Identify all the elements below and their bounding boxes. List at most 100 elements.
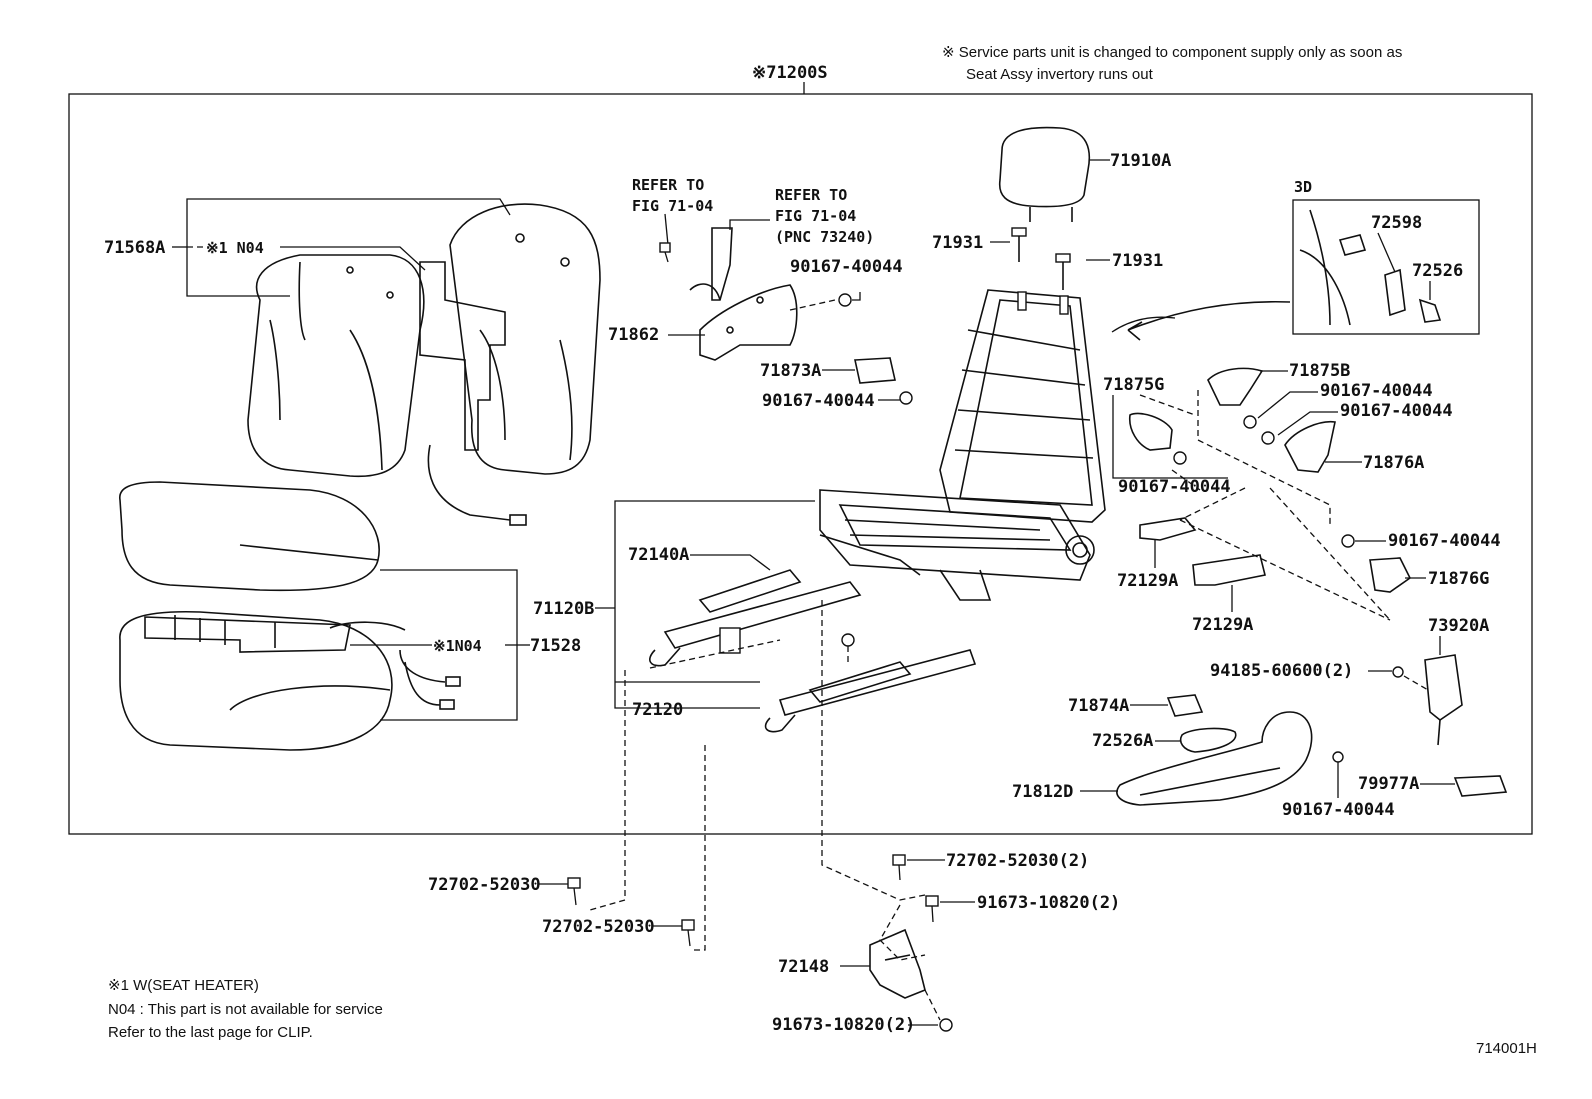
inset-3d-frame (1292, 199, 1480, 335)
label-90167-f: 90167-40044 (1388, 531, 1501, 551)
footer-note2: N04 : This part is not available for ser… (108, 1001, 383, 1018)
service-note-line2: Seat Assy invertory runs out (966, 66, 1154, 83)
label-94185: 94185-60600(2) (1210, 661, 1353, 681)
label-71931-a: 71931 (932, 233, 983, 253)
seat-track-upper (649, 569, 862, 667)
service-note-line1: ※ Service parts unit is changed to compo… (942, 44, 1402, 61)
label-72129A-a: 72129A (1117, 571, 1178, 591)
label-71120B: 71120B (533, 599, 594, 619)
part-71875G-cover (1128, 412, 1173, 451)
inset-arrow (1127, 300, 1291, 341)
leader-71568A-bottom (186, 246, 290, 297)
part-71876G-cover (1369, 557, 1412, 593)
refer2-line3: (PNC 73240) (775, 228, 874, 246)
label-71862: 71862 (608, 325, 659, 345)
screw-icon (1261, 431, 1275, 445)
label-71875G: 71875G (1103, 375, 1164, 395)
label-71528: 71528 (530, 636, 581, 656)
part-71874A-switch (1166, 694, 1204, 717)
footer-note3: Refer to the last page for CLIP. (108, 1024, 313, 1041)
label-90167-b: 90167-40044 (762, 391, 875, 411)
label-90167-e: 90167-40044 (1118, 477, 1231, 497)
refer1-line2: FIG 71-04 (632, 197, 713, 215)
headrest-guide-icon (1011, 227, 1027, 262)
buckle-strap-part (689, 227, 733, 301)
label-73920A: 73920A (1428, 616, 1489, 636)
label-71876A: 71876A (1363, 453, 1424, 473)
assembly-label: ※71200S (752, 63, 828, 83)
screw-icon (1243, 415, 1257, 429)
figure-code: 714001H (1476, 1040, 1537, 1057)
label-91673-a: 91673-10820(2) (977, 893, 1120, 913)
headrest-part (998, 126, 1091, 222)
label-72526A: 72526A (1092, 731, 1153, 751)
bolt-icon (925, 895, 939, 923)
seat-track-lower (764, 649, 977, 733)
refer2-line1: REFER TO (775, 186, 847, 204)
label-71873A: 71873A (760, 361, 821, 381)
bolt-icon (892, 854, 906, 881)
screw-icon (1341, 534, 1355, 548)
screw-icon (1173, 451, 1187, 465)
label-71874A: 71874A (1068, 696, 1129, 716)
label-72702-c: 72702-52030(2) (946, 851, 1089, 871)
screw-icon (899, 391, 913, 405)
leader-71120B-bracket (614, 500, 815, 709)
seat-cushion-pad (119, 610, 393, 751)
label-72129A-b: 72129A (1192, 615, 1253, 635)
part-72129A-upper (1139, 517, 1197, 541)
seat-cushion-cover (119, 481, 380, 592)
label-72140A: 72140A (628, 545, 689, 565)
label-1N04-bottom: ※1N04 (433, 637, 482, 655)
bolt-icon (567, 877, 581, 906)
seatback-heater-pad (419, 261, 527, 526)
leader-71568A-top (186, 198, 511, 246)
part-71812D-trim (1116, 711, 1313, 806)
label-90167-a: 90167-40044 (790, 257, 903, 277)
refer2-line2: FIG 71-04 (775, 207, 856, 225)
nut-icon (1392, 666, 1404, 678)
label-72148: 72148 (778, 957, 829, 977)
label-inset-3d: 3D (1294, 178, 1312, 196)
label-72526: 72526 (1412, 261, 1463, 281)
part-71873A-bracket (854, 357, 896, 384)
label-72598: 72598 (1371, 213, 1422, 233)
screw-icon (838, 293, 852, 307)
label-71568A: 71568A (104, 238, 165, 258)
seat-frame-assembly (819, 289, 1106, 601)
seatback-cover-part (247, 254, 425, 478)
label-71812D: 71812D (1012, 782, 1073, 802)
cushion-heater-pad (144, 615, 461, 710)
screw-icon (1332, 751, 1344, 763)
refer1-line1: REFER TO (632, 176, 704, 194)
part-72129A-lower (1192, 554, 1266, 586)
label-72120: 72120 (632, 700, 683, 720)
assembly-frame (68, 93, 1533, 835)
bolt-icon (659, 242, 671, 263)
label-71875B: 71875B (1289, 361, 1350, 381)
headrest-guide-icon (1055, 253, 1071, 290)
label-1N04-top: ※1 N04 (206, 239, 264, 257)
part-72148-bracket (869, 928, 926, 999)
part-71875B-cover (1207, 367, 1264, 406)
label-79977A: 79977A (1358, 774, 1419, 794)
part-72526A-knob (1179, 727, 1237, 753)
label-90167-g: 90167-40044 (1282, 800, 1395, 820)
part-79977A-label (1453, 775, 1508, 797)
part-71862-cover (699, 284, 798, 361)
bolt-icon (681, 919, 695, 947)
label-90167-c: 90167-40044 (1320, 381, 1433, 401)
bolt-icon (939, 1018, 953, 1032)
label-72702-b: 72702-52030 (542, 917, 655, 937)
label-71876G: 71876G (1428, 569, 1489, 589)
label-71910A: 71910A (1110, 151, 1171, 171)
part-71876A-cover (1284, 420, 1336, 473)
label-91673-b: 91673-10820(2) (772, 1015, 915, 1035)
seatbelt-buckle-part (1424, 654, 1463, 746)
label-71931-b: 71931 (1112, 251, 1163, 271)
label-72702-a: 72702-52030 (428, 875, 541, 895)
label-90167-d: 90167-40044 (1340, 401, 1453, 421)
bolt-icon (841, 633, 855, 647)
seatback-pad (449, 203, 601, 475)
